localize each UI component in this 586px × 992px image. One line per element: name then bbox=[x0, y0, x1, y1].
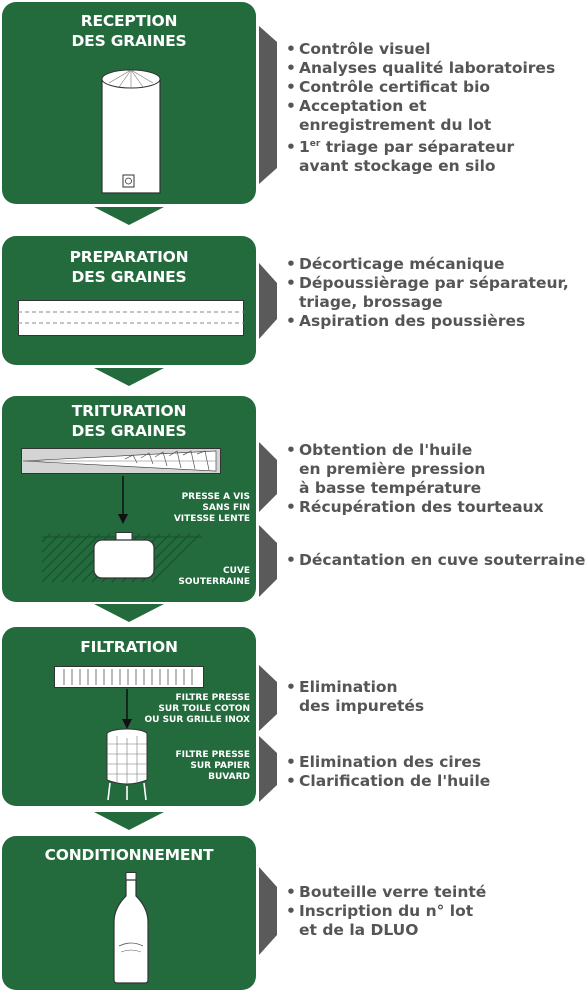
step-title: FILTRATION bbox=[80, 638, 178, 656]
label-presse-a-vis: PRESSE A VIS SANS FIN VITESSE LENTE bbox=[173, 492, 250, 524]
bullet-list-filtration-2: Elimination des cires Clarification de l… bbox=[286, 753, 490, 791]
chevron-right-icon bbox=[259, 442, 277, 512]
bullet-item: Récupération des tourteaux bbox=[286, 498, 544, 517]
label-cuve-souterraine: CUVE SOUTERRAINE bbox=[178, 566, 250, 587]
label-filtre-toile: FILTRE PRESSE SUR TOILE COTON OU SUR GRI… bbox=[144, 693, 250, 725]
bullet-item: Aspiration des poussières bbox=[286, 312, 569, 331]
down-arrow-icon bbox=[94, 368, 164, 386]
bullet-list-filtration-1: Elimination des impuretés bbox=[286, 678, 424, 716]
bullet-list-reception: Contrôle visuel Analyses qualité laborat… bbox=[286, 40, 555, 176]
bullet-item: Décantation en cuve souterraine bbox=[286, 551, 585, 570]
bullet-list-conditionnement: Bouteille verre teinté Inscription du n°… bbox=[286, 883, 486, 940]
bullet-item: Analyses qualité laboratoires bbox=[286, 59, 555, 78]
chevron-right-icon bbox=[259, 736, 277, 802]
bullet-list-trituration: Obtention de l'huile en première pressio… bbox=[286, 441, 544, 517]
bullet-item: Acceptation et enregistrement du lot bbox=[286, 97, 555, 135]
bullet-item: Elimination des cires bbox=[286, 753, 490, 772]
step-title: RECEPTION DES GRAINES bbox=[71, 12, 187, 50]
underground-tank-icon bbox=[93, 532, 155, 579]
bullet-list-decantation: Décantation en cuve souterraine bbox=[286, 551, 585, 570]
step-title: PREPARATION DES GRAINES bbox=[69, 248, 189, 286]
bullet-item: Clarification de l'huile bbox=[286, 772, 490, 791]
bullet-item: Décorticage mécanique bbox=[286, 255, 569, 274]
filter-press-icon bbox=[54, 666, 204, 688]
bullet-item: Bouteille verre teinté bbox=[286, 883, 486, 902]
bullet-item-triage: 1er triage par séparateur avant stockage… bbox=[286, 135, 555, 176]
bullet-item: Obtention de l'huile en première pressio… bbox=[286, 441, 544, 498]
bullet-item: Dépoussièrage par séparateur, triage, br… bbox=[286, 274, 569, 312]
bullet-item: Contrôle visuel bbox=[286, 40, 555, 59]
triage-prefix: 1 bbox=[299, 138, 310, 157]
down-arrow-icon bbox=[94, 604, 164, 622]
triage-sup: er bbox=[309, 139, 321, 149]
chevron-right-icon bbox=[259, 263, 277, 339]
silo-icon bbox=[101, 69, 161, 194]
conveyor-icon bbox=[18, 300, 244, 336]
step-filtration: FILTRATION FILTRE PRESSE SUR TOILE COTON… bbox=[2, 627, 256, 806]
step-preparation: PREPARATION DES GRAINES bbox=[2, 236, 256, 365]
step-title: TRITURATION DES GRAINES bbox=[71, 402, 187, 440]
bullet-item: Inscription du n° lot et de la DLUO bbox=[286, 902, 486, 940]
bullet-item: Contrôle certificat bio bbox=[286, 78, 555, 97]
bullet-item: Elimination des impuretés bbox=[286, 678, 424, 716]
down-arrow-icon bbox=[94, 812, 164, 830]
arrow-down-icon bbox=[118, 476, 128, 524]
step-conditionnement: CONDITIONNEMENT bbox=[2, 836, 256, 990]
step-title: CONDITIONNEMENT bbox=[44, 846, 214, 864]
step-trituration: TRITURATION DES GRAINES PRESSE A VIS SAN… bbox=[2, 396, 256, 602]
down-arrow-icon bbox=[94, 207, 164, 225]
paper-filter-tank-icon bbox=[106, 728, 148, 801]
triage-text: triage par séparateur avant stockage en … bbox=[299, 138, 515, 176]
label-filtre-buvard: FILTRE PRESSE SUR PAPIER BUVARD bbox=[175, 750, 250, 782]
chevron-right-icon bbox=[259, 525, 277, 597]
chevron-right-icon bbox=[259, 26, 277, 184]
bottle-icon bbox=[113, 872, 149, 984]
chevron-right-icon bbox=[259, 867, 277, 955]
screw-press-icon bbox=[21, 448, 221, 474]
chevron-right-icon bbox=[259, 665, 277, 731]
bullet-list-preparation: Décorticage mécanique Dépoussièrage par … bbox=[286, 255, 569, 331]
arrow-down-icon bbox=[122, 689, 132, 729]
step-reception: RECEPTION DES GRAINES bbox=[2, 2, 256, 204]
